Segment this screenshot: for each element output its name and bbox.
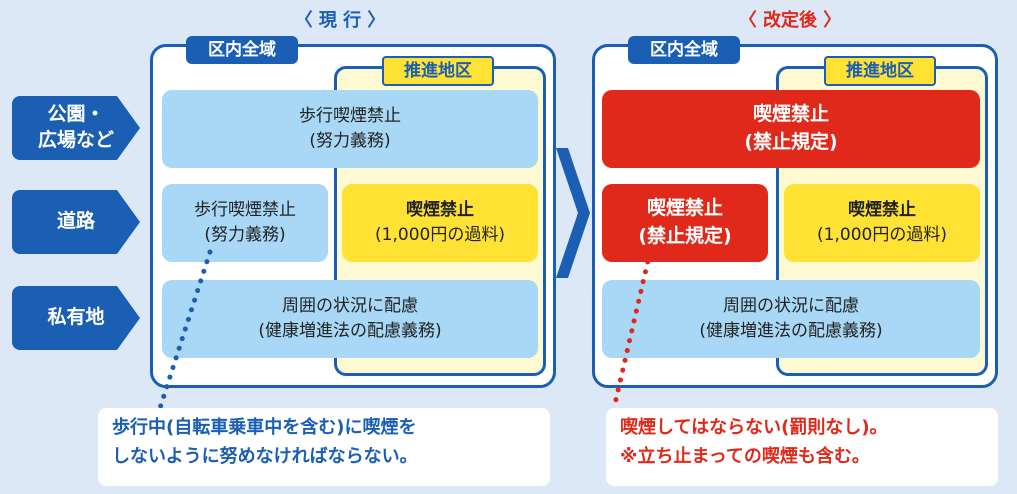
revised-private-line2: (健康増進法の配慮義務)	[699, 321, 883, 341]
row-label-private: 私有地	[12, 286, 140, 350]
row-label-road-text: 道路	[56, 210, 95, 233]
current-road-ward-line1: 歩行喫煙禁止	[194, 200, 296, 221]
current-road-ward-line2: (努力義務)	[204, 225, 286, 245]
revised-note-line2: ※立ち止まっての喫煙も含む。	[620, 445, 870, 467]
current-road-district-box: 喫煙禁止 (1,000円の過料)	[342, 184, 538, 262]
revised-road-ward-box: 喫煙禁止 (禁止規定)	[602, 184, 768, 262]
current-road-ward-box: 歩行喫煙禁止 (努力義務)	[162, 184, 328, 262]
transition-arrow-icon	[556, 148, 590, 278]
revised-road-district-box: 喫煙禁止 (1,000円の過料)	[784, 184, 980, 262]
revised-park-line1: 喫煙禁止	[752, 103, 829, 126]
row-label-park-line2: 広場など	[37, 129, 114, 151]
revised-park-box: 喫煙禁止 (禁止規定)	[602, 90, 980, 168]
revised-road-district-line1: 喫煙禁止	[848, 200, 916, 221]
row-label-park: 公園・ 広場など	[12, 96, 140, 160]
current-district-tab: 推進地区	[382, 56, 494, 86]
revised-ward-tab: 区内全域	[628, 36, 740, 64]
current-road-district-line2: (1,000円の過料)	[375, 225, 505, 245]
current-private-line2: (健康増進法の配慮義務)	[258, 321, 442, 341]
current-note-line1: 歩行中(自転車乗車中を含む)に喫煙を	[112, 417, 417, 438]
revised-private-box: 周囲の状況に配慮 (健康増進法の配慮義務)	[602, 280, 980, 358]
current-note: 歩行中(自転車乗車中を含む)に喫煙を しないように努めなければならない。	[98, 408, 550, 486]
revised-park-line2: (禁止規定)	[744, 131, 838, 153]
revised-header: 〈 改定後 〉	[738, 10, 842, 31]
current-note-line2: しないように努めなければならない。	[112, 445, 418, 467]
revised-district-tab: 推進地区	[824, 56, 936, 86]
revised-note: 喫煙してはならない(罰則なし)。 ※立ち止まっての喫煙も含む。	[606, 408, 998, 486]
revised-road-ward-line1: 喫煙禁止	[646, 197, 723, 220]
revised-private-line1: 周囲の状況に配慮	[723, 296, 859, 317]
row-label-park-line1: 公園・	[47, 103, 105, 126]
revised-road-district-line2: (1,000円の過料)	[817, 225, 947, 245]
revised-note-line1: 喫煙してはならない(罰則なし)。	[620, 417, 888, 438]
current-park-box: 歩行喫煙禁止 (努力義務)	[162, 90, 538, 168]
current-header: 〈 現 行 〉	[294, 10, 386, 31]
row-label-private-text: 私有地	[47, 306, 105, 329]
current-ward-tab: 区内全域	[186, 36, 298, 64]
current-private-line1: 周囲の状況に配慮	[282, 296, 418, 317]
revised-road-ward-line2: (禁止規定)	[638, 225, 732, 247]
current-private-box: 周囲の状況に配慮 (健康増進法の配慮義務)	[162, 280, 538, 358]
current-park-line1: 歩行喫煙禁止	[299, 106, 401, 127]
row-label-road: 道路	[12, 190, 140, 254]
current-road-district-line1: 喫煙禁止	[406, 200, 474, 221]
current-park-line2: (努力義務)	[309, 131, 391, 151]
